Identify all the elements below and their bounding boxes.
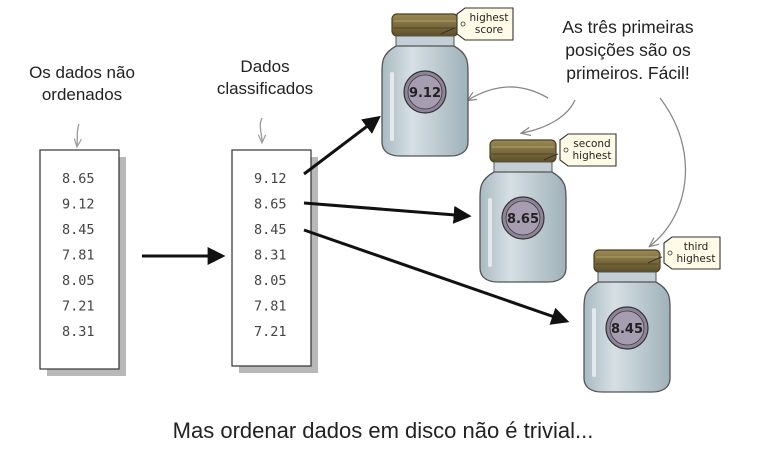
note-arrow-to-jar-1 [468, 86, 549, 100]
jar-1-tag-line-1: highest [470, 12, 509, 24]
unsorted-value-4: 7.81 [62, 248, 95, 264]
unsorted-label: Os dados não ordenados [12, 62, 152, 106]
sorted-label-line-1: Dados [240, 57, 290, 76]
unsorted-label-line-2: ordenados [41, 85, 123, 104]
jar-1: 9.12 [381, 13, 469, 157]
jar-1-score: 9.12 [409, 86, 441, 101]
jar-2-tag-line-2: highest [573, 150, 612, 162]
jar-2: 8.65 [479, 139, 567, 283]
arrow-to-jar-2 [303, 201, 472, 224]
sorted-data-box [231, 149, 318, 373]
jar-3: 8.45 [583, 249, 671, 393]
note-line-2: posições são os [565, 40, 691, 60]
unsorted-value-6: 7.21 [62, 299, 95, 315]
sorted-value-6: 7.81 [254, 299, 287, 315]
jar-1-tag-line-2: score [475, 24, 503, 36]
note-line-1: As três primeiras [562, 17, 694, 37]
arrow-to-jar-3 [303, 228, 570, 325]
arrow-to-jar-1 [303, 115, 381, 176]
note-line-3: primeiros. Fácil! [566, 63, 690, 83]
jar-3-score: 8.45 [611, 322, 643, 337]
unsorted-value-5: 8.05 [62, 273, 95, 289]
sorted-value-list: 9.12 8.65 8.45 8.31 8.05 7.81 7.21 [254, 171, 287, 340]
note-arrow-to-jar-3 [650, 97, 687, 246]
jar-3-tag-line-2: highest [677, 253, 716, 265]
sorted-value-7: 7.21 [254, 324, 287, 340]
jar-3-tag-line-1: third [684, 241, 709, 253]
caption: Mas ordenar dados em disco não é trivial… [172, 418, 594, 443]
jar-2-tag-line-1: second [573, 138, 610, 150]
top-three-note: As três primeiras posições são os primei… [533, 16, 723, 85]
sorted-value-5: 8.05 [254, 273, 287, 289]
sorted-pointer-arrow [260, 117, 262, 142]
unsorted-label-line-1: Os dados não [29, 63, 135, 82]
unsorted-value-list: 8.65 9.12 8.45 7.81 8.05 7.21 8.31 [62, 171, 95, 340]
sorted-value-2: 8.65 [254, 197, 287, 213]
unsorted-data-box [39, 149, 126, 376]
unsorted-value-2: 9.12 [62, 197, 95, 213]
jar-2-score: 8.65 [507, 212, 539, 227]
sorted-value-4: 8.31 [254, 248, 287, 264]
sorted-value-1: 9.12 [254, 171, 287, 187]
sorted-label: Dados classificados [195, 56, 335, 100]
sorted-label-line-2: classificados [216, 79, 314, 98]
unsorted-value-3: 8.45 [62, 222, 95, 238]
sorted-value-3: 8.45 [254, 222, 287, 238]
unsorted-value-7: 8.31 [62, 324, 95, 340]
note-arrow-to-jar-2 [522, 99, 576, 133]
unsorted-value-1: 8.65 [62, 171, 95, 187]
unsorted-pointer-arrow [77, 123, 79, 146]
